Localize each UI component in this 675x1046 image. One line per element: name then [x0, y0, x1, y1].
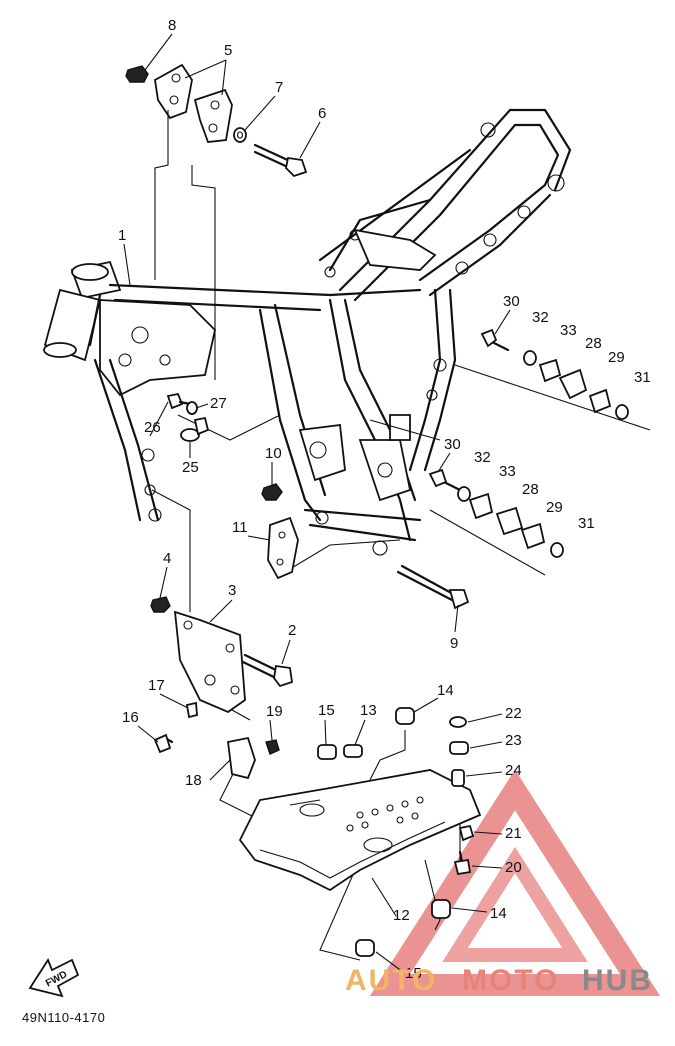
callout: 23	[505, 732, 522, 749]
watermark-auto: AUTO	[345, 964, 437, 997]
plate-3	[173, 610, 246, 714]
callout: 31	[578, 515, 595, 532]
callout: 14	[437, 682, 454, 699]
callout: 18	[185, 772, 202, 789]
bolt-9	[396, 564, 470, 610]
callout: 27	[210, 395, 227, 412]
callout: 13	[360, 702, 377, 719]
damper-23	[449, 741, 469, 755]
callout: 22	[505, 705, 522, 722]
nut-8	[125, 65, 149, 83]
callout: 6	[318, 105, 326, 122]
callout: 5	[224, 42, 232, 59]
lower-mount-stack	[428, 468, 564, 558]
damper-15a	[317, 744, 337, 760]
damper-13	[343, 744, 363, 758]
damper-14a	[395, 707, 415, 725]
washer-7	[233, 127, 247, 143]
callout: 4	[163, 550, 171, 567]
callout: 19	[266, 703, 283, 720]
bolt-16	[153, 733, 174, 754]
callout: 31	[634, 369, 651, 386]
callout: 15	[405, 965, 422, 982]
callout: 28	[522, 481, 539, 498]
callout: 33	[499, 463, 516, 480]
bolt-20	[453, 850, 472, 876]
bracket-18	[227, 736, 256, 780]
callout: 20	[505, 859, 522, 876]
callout: 12	[393, 907, 410, 924]
nut-19	[265, 739, 280, 755]
damper-14b	[431, 899, 451, 919]
callout: 8	[168, 17, 176, 34]
skid-plate-12	[238, 769, 482, 892]
callout: 10	[265, 445, 282, 462]
callout: 14	[490, 905, 507, 922]
callout: 30	[503, 293, 520, 310]
upper-mount-stack	[480, 328, 629, 420]
nut-4	[150, 596, 171, 613]
callout: 28	[585, 335, 602, 352]
callout-labels: 8 5 7 6 1 30 32 33 28 29 31 26 27 25 10 …	[118, 17, 651, 982]
callout-leaders	[123, 33, 511, 973]
callout: 29	[608, 349, 625, 366]
callout: 3	[228, 582, 236, 599]
callout: 25	[182, 459, 199, 476]
callout: 2	[288, 622, 296, 639]
main-frame	[43, 108, 572, 556]
callout: 30	[444, 436, 461, 453]
clip-17	[185, 701, 198, 719]
watermark-hub: HUB	[582, 964, 653, 997]
callout: 15	[318, 702, 335, 719]
collar-24	[451, 769, 465, 787]
bracket-11	[267, 516, 299, 580]
clamp-25	[180, 416, 210, 442]
callout: 17	[148, 677, 165, 694]
washer-27	[186, 401, 198, 415]
callout: 24	[505, 762, 522, 779]
callout: 11	[232, 519, 248, 536]
washer-22	[449, 716, 467, 728]
callout: 29	[546, 499, 563, 516]
watermark-moto: MOTO	[462, 964, 559, 997]
callout: 21	[505, 825, 522, 842]
callout: 32	[474, 449, 491, 466]
bolt-21	[458, 824, 475, 842]
callout: 16	[122, 709, 139, 726]
bolt-6	[253, 143, 308, 178]
callout: 1	[118, 227, 126, 244]
watermark-wordmark: AUTO MOTO HUB	[345, 964, 653, 997]
fwd-arrow-icon: FWD	[28, 958, 80, 998]
damper-15b	[355, 939, 375, 957]
bolt-2	[241, 653, 293, 688]
watermark-logo	[369, 769, 661, 996]
callout: 33	[560, 322, 577, 339]
callout: 32	[532, 309, 549, 326]
callout: 9	[450, 635, 458, 652]
bracket-5	[154, 63, 233, 143]
nut-10	[261, 483, 283, 501]
part-code: 49N110-4170	[22, 1010, 106, 1025]
callout: 7	[275, 79, 283, 96]
